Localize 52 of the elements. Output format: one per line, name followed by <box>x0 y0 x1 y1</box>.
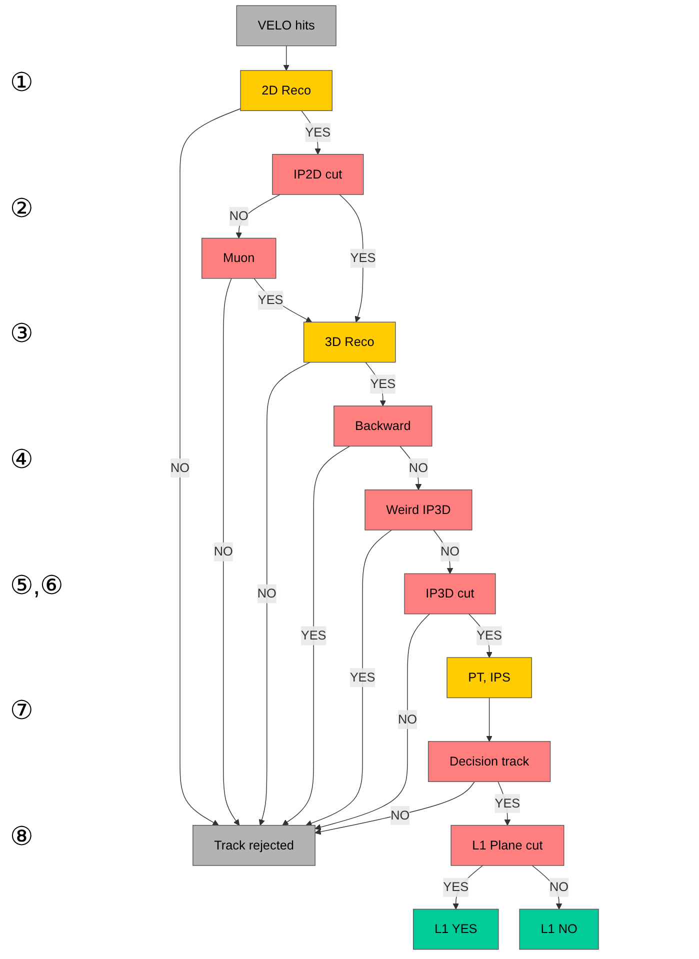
arrow <box>180 108 241 826</box>
arrow <box>236 194 280 238</box>
node-box: Muon <box>202 238 276 279</box>
node-box: IP2D cut <box>272 154 364 195</box>
edge-label: NO <box>440 544 460 559</box>
edge-label: NO <box>214 544 233 559</box>
edge-label: NO <box>170 460 190 475</box>
node-box: 2D Reco <box>240 70 333 111</box>
edge-label: YES <box>494 796 520 810</box>
node-box: L1 Plane cut <box>450 824 564 866</box>
node-box: Backward <box>334 406 432 446</box>
step-number: ④ <box>10 444 34 475</box>
edge-label: YES <box>305 125 331 140</box>
step-number: ⑦ <box>10 695 34 726</box>
node-box: Decision track <box>428 741 551 782</box>
edge-label: YES <box>350 670 376 684</box>
edge-label: YES <box>300 628 326 642</box>
node-box: PT, IPS <box>446 657 532 698</box>
edge-label: NO <box>408 460 428 475</box>
arrow <box>223 278 240 826</box>
edge-label: NO <box>398 712 417 726</box>
edge-label: YES <box>443 880 469 894</box>
node-box: L1 NO <box>519 908 599 950</box>
arrow <box>314 781 475 835</box>
step-number: ⑤,⑥ <box>10 570 64 601</box>
step-number: ⑧ <box>10 820 34 852</box>
arrow <box>400 446 422 490</box>
step-number: ① <box>10 67 34 98</box>
arrow <box>433 530 454 574</box>
edge-label: YES <box>476 628 502 642</box>
node-box: L1 YES <box>412 908 499 950</box>
edge-label: NO <box>390 808 410 822</box>
edge-label: YES <box>350 250 376 266</box>
node-box: IP3D cut <box>404 573 496 614</box>
arrow <box>258 362 310 826</box>
edge-label: YES <box>258 292 284 307</box>
arrow <box>282 446 350 826</box>
node-box: VELO hits <box>236 5 336 46</box>
edge-label: YES <box>370 376 396 391</box>
node-box: Track rejected <box>192 824 316 866</box>
node-box: 3D Reco <box>303 322 396 363</box>
step-number: ③ <box>10 318 34 350</box>
edge-label: NO <box>257 586 276 600</box>
arrow <box>254 278 312 322</box>
arrow <box>486 697 492 742</box>
step-number: ② <box>10 192 34 224</box>
arrow <box>314 614 430 830</box>
arrow <box>306 530 392 826</box>
node-box: Weird IP3D <box>364 489 472 530</box>
arrow <box>283 45 290 71</box>
edge-label: NO <box>550 880 569 894</box>
edge-label: NO <box>229 208 248 224</box>
